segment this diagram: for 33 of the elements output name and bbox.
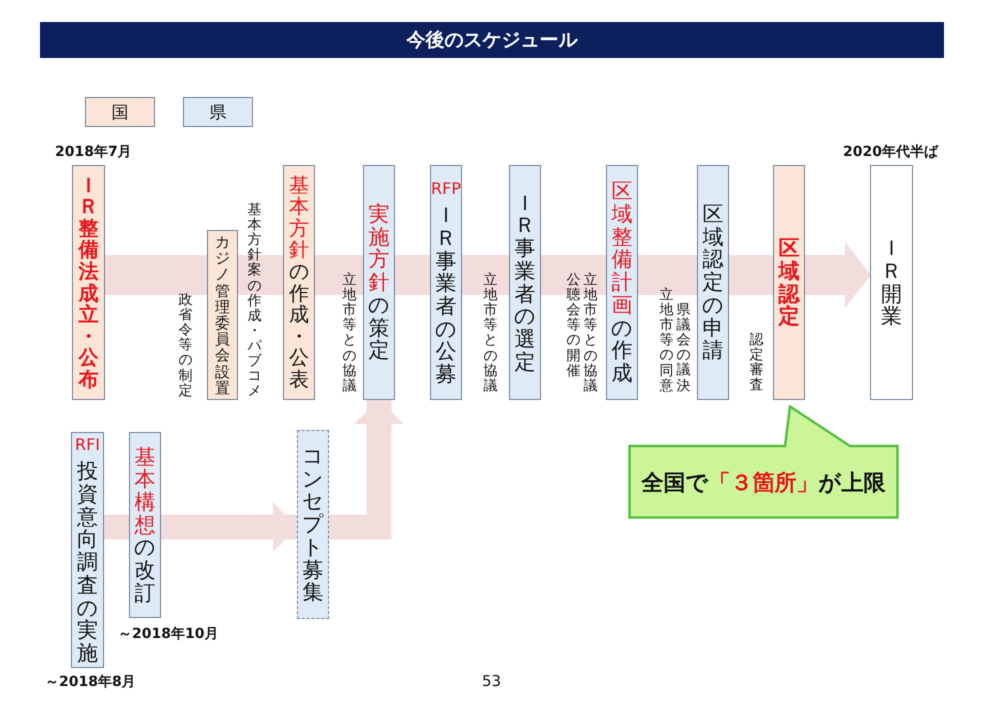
step-box: 実施方針 の策定 — [363, 165, 395, 400]
step-box: 区域整備計画 の作成 — [606, 165, 638, 400]
note-text: 認定審査 — [749, 333, 764, 394]
arrow — [161, 502, 297, 552]
title-bar: 今後のスケジュール — [40, 22, 944, 58]
step-box: 区域認定 — [773, 165, 805, 400]
note-text: 公聴会等の開催 — [566, 273, 581, 379]
step-box: RFP ＩＲ事業者の公募 — [430, 165, 462, 400]
note-text: 基本方針案の作成・パブコメ — [247, 203, 262, 400]
date-label: ～2018年8月 — [45, 673, 136, 691]
step-box: カジノ管理委員会設置 — [207, 230, 238, 400]
legend-swatch: 県 — [183, 97, 253, 127]
note-text: 立地市等との協議 — [342, 273, 357, 394]
step-box: RFI 投資意向調査の実施 — [71, 432, 104, 668]
arrow — [329, 400, 404, 540]
note-text: 政省令等の制定 — [178, 293, 193, 399]
note-text: 立地市等の同意 — [659, 288, 674, 394]
page-number: 53 — [482, 672, 502, 690]
step-box: ＩＲ開業 — [870, 165, 913, 400]
speech-bubble: 全国で「３箇所」が上限 — [628, 405, 899, 519]
step-box: 基本構想 の改訂 — [129, 432, 161, 618]
date-label: 2018年7月 — [55, 143, 132, 161]
legend-swatch: 国 — [85, 97, 155, 127]
note-text: 県議会の議決 — [676, 303, 691, 394]
step-box: 区域認定の申請 — [697, 165, 729, 400]
step-box: ＩＲ整備法成立・公布 — [72, 165, 105, 400]
note-text: 立地市等との協議 — [483, 273, 498, 394]
step-box: ＩＲ事業者の選定 — [509, 165, 541, 400]
note-text: 立地市等との協議 — [583, 273, 598, 394]
date-label: 2020年代半ば — [843, 143, 938, 161]
step-box: コンセプト募集 — [297, 430, 329, 619]
date-label: ～2018年10月 — [118, 625, 218, 643]
step-box: 基本方針 の作成・公表 — [283, 165, 315, 400]
